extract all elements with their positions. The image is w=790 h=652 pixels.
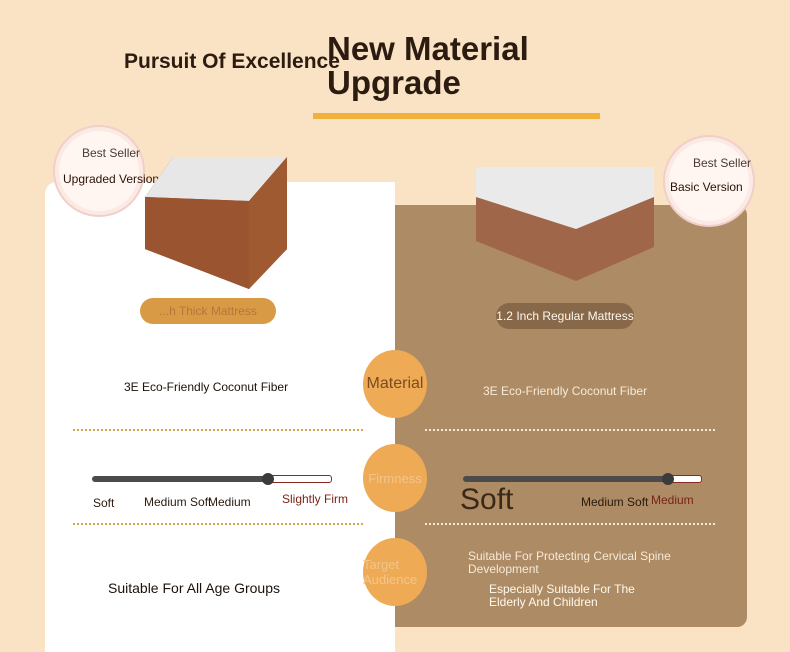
page-title-line2: Upgrade [327, 64, 461, 101]
right-firmness-big-label: Soft [460, 483, 514, 516]
page-title-line1: New Material [327, 30, 529, 67]
material-circle: Material [363, 350, 427, 418]
right-firmness-label-medium-soft: Medium Soft [581, 495, 649, 509]
divider [425, 523, 715, 525]
divider [73, 523, 363, 525]
regular-mattress-image [476, 167, 654, 281]
right-firmness-label-medium: Medium [651, 493, 694, 507]
page-subtitle: Pursuit Of Excellence [124, 50, 340, 73]
divider [425, 429, 715, 431]
left-firmness-track [92, 476, 268, 482]
right-audience-text-1: Suitable For Protecting Cervical Spine D… [468, 549, 671, 576]
right-badge [663, 135, 755, 227]
material-label: Material [366, 375, 424, 392]
left-firmness-track-end [268, 475, 332, 483]
right-product-pill: 1.2 Inch Regular Mattress [496, 303, 634, 329]
left-firmness-label-medium-soft: Medium Soft [144, 495, 212, 509]
left-badge-bottom-text: Upgraded Version [63, 172, 160, 186]
title-underline [313, 113, 600, 119]
left-audience-text: Suitable For All Age Groups [108, 580, 280, 596]
audience-label: Target Audience [363, 557, 418, 587]
right-firmness-knob [662, 473, 674, 485]
left-firmness-knob [262, 473, 274, 485]
divider [73, 429, 363, 431]
page-title: New Material Upgrade [327, 32, 529, 100]
right-material-text: 3E Eco-Friendly Coconut Fiber [483, 384, 648, 398]
left-firmness-label-medium: Medium [208, 495, 251, 509]
left-firmness-label-slightly-firm: Slightly Firm [282, 492, 349, 506]
right-audience-text-2: Especially Suitable For The Elderly And … [489, 582, 635, 609]
firmness-circle: Firmness [363, 444, 427, 512]
left-badge [53, 125, 145, 217]
thick-mattress-image [145, 157, 287, 289]
right-badge-top-text: Best Seller [693, 156, 752, 170]
left-product-pill: ...h Thick Mattress [140, 298, 276, 324]
right-firmness-track [463, 476, 669, 482]
right-badge-bottom-text: Basic Version [670, 180, 743, 194]
audience-circle: Target Audience [363, 538, 427, 606]
left-firmness-label-soft: Soft [93, 496, 115, 510]
left-material-text: 3E Eco-Friendly Coconut Fiber [124, 380, 289, 394]
firmness-label: Firmness [368, 470, 422, 486]
left-badge-top-text: Best Seller [82, 146, 141, 160]
